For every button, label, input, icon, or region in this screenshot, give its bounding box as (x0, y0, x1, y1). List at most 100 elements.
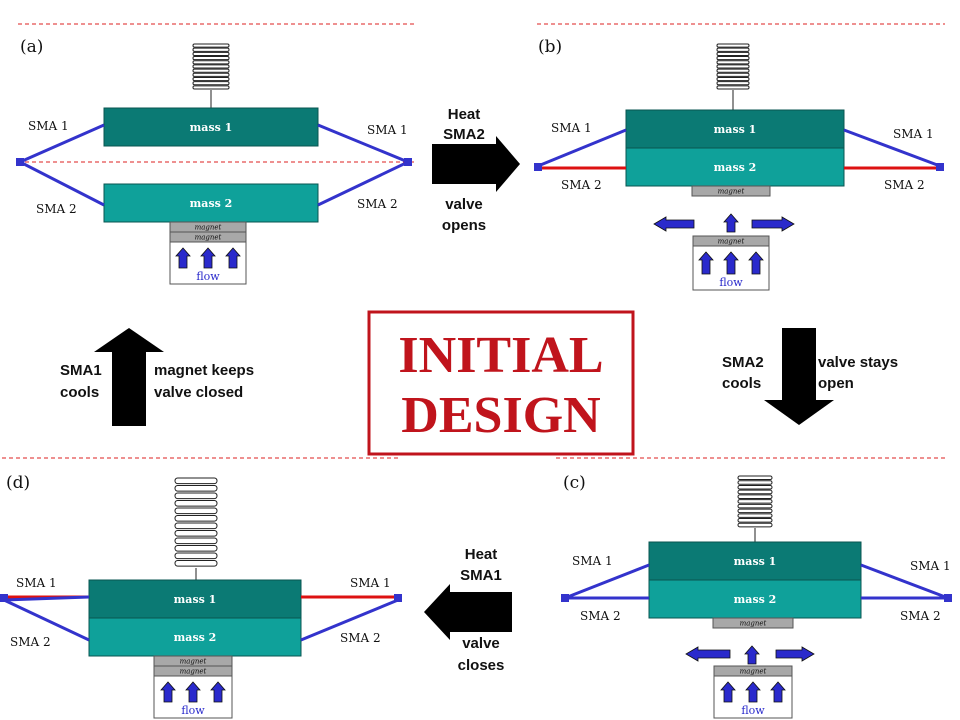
sma2-label-right: SMA 2 (900, 609, 941, 623)
flow-arrow-up-icon (744, 645, 760, 665)
sma-wire-right (317, 123, 412, 207)
c-to-d-closes: closes (458, 657, 505, 674)
flow-arrow-left-icon (175, 247, 191, 269)
a-to-b-valve: valve (445, 196, 483, 213)
d-to-a-valve-closed: valve closed (154, 384, 243, 401)
b-to-c-open: open (818, 375, 854, 392)
magnet-lower-label: magnet (740, 668, 767, 676)
magnet-upper-label: magnet (180, 658, 207, 666)
side-flow-arrow-right-icon (751, 216, 795, 232)
flow-arrow-center-icon (200, 247, 216, 269)
sma1-wire-right (843, 128, 941, 168)
flow-arrow-right-icon (748, 251, 764, 275)
spring-coil (192, 64, 230, 69)
d-to-a-cools: cools (60, 384, 99, 401)
sma1-label-right: SMA 1 (367, 123, 408, 137)
panel-c-label: (c) (563, 473, 586, 493)
down-arrow-icon (764, 328, 834, 425)
spring-coil (192, 47, 230, 52)
mass-2 (88, 617, 302, 657)
flow-label: flow (196, 270, 220, 283)
spring-coil (737, 484, 773, 490)
magnet (712, 617, 794, 629)
spring-coil (174, 522, 218, 530)
sma2-label-right: SMA 2 (340, 631, 381, 645)
magnet-label: magnet (740, 620, 767, 628)
sma-wire-left (16, 123, 105, 207)
mass-2-label: mass 2 (734, 593, 777, 606)
sma2-wire-right (300, 598, 399, 642)
mass-2-label: mass 2 (714, 161, 757, 174)
sma1-label-right: SMA 1 (893, 127, 934, 141)
magnet (691, 185, 771, 197)
left-arrow-icon (424, 584, 512, 640)
spring-coil (192, 72, 230, 77)
side-flow-arrow-right-icon (775, 646, 815, 662)
anchor-left (561, 594, 569, 602)
mass-1-label: mass 1 (190, 121, 233, 134)
spring-coil (174, 500, 218, 507)
spring-coil (716, 81, 750, 86)
spring-coil (192, 60, 230, 65)
mass-2-label: mass 2 (190, 197, 233, 210)
spring-icon (716, 43, 750, 90)
mass-1 (625, 109, 845, 149)
spring-coil (737, 522, 773, 528)
mass-1-label: mass 1 (714, 123, 757, 136)
spring-coil (737, 489, 773, 495)
spring-coil (716, 68, 750, 73)
panel-d-label: (d) (6, 473, 30, 493)
spring-coil (716, 85, 750, 90)
title-line-2: DESIGN (401, 387, 600, 444)
spring-coil (737, 513, 773, 518)
anchor-left (16, 158, 24, 166)
a-to-b-sma: SMA2 (443, 126, 485, 143)
spring-coil (174, 560, 218, 567)
spring-coil (737, 508, 773, 514)
spring-coil (737, 503, 773, 509)
spring-coil (192, 81, 230, 86)
a-to-b-opens: opens (442, 217, 486, 234)
spring-coil (174, 492, 218, 500)
spring-coil (737, 499, 773, 504)
a-to-b-heat: Heat (448, 106, 481, 123)
spring-icon (174, 477, 218, 567)
panel-b-label: (b) (538, 37, 562, 57)
anchor-right (944, 594, 952, 602)
sma2-label-left: SMA 2 (561, 178, 602, 192)
sma-wire-left (3, 595, 90, 642)
magnet-lower-label: magnet (180, 668, 207, 676)
side-flow-arrow-left-icon (653, 216, 695, 232)
sma2-label-right: SMA 2 (884, 178, 925, 192)
spring-coil (737, 475, 773, 481)
spring-coil (192, 85, 230, 90)
side-flow-arrow-left-icon (685, 646, 731, 662)
spring-coil (174, 545, 218, 552)
spring-coil (174, 485, 218, 492)
spring-icon (192, 43, 230, 90)
mass-1 (88, 579, 302, 619)
spring-coil (192, 76, 230, 82)
anchor-right (936, 163, 944, 171)
magnet-upper-label: magnet (195, 224, 222, 232)
d-to-a-magnet-keeps: magnet keeps (154, 362, 254, 379)
spring-coil (737, 494, 773, 499)
sma1-wire-left (537, 128, 627, 168)
sma2-label-right: SMA 2 (357, 197, 398, 211)
spring-coil (192, 51, 230, 56)
spring-coil (716, 76, 750, 82)
mass-1 (103, 107, 319, 147)
flow-arrow-up-icon (723, 213, 739, 233)
magnet-lower-label: magnet (718, 238, 745, 246)
spring-coil (737, 480, 773, 485)
c-to-d-valve: valve (462, 635, 500, 652)
flow-arrow-center-icon (745, 681, 761, 703)
spring-coil (174, 552, 218, 560)
sma1-label-left: SMA 1 (28, 119, 69, 133)
flow-arrow-left-icon (720, 681, 736, 703)
b-to-c-cools: cools (722, 375, 761, 392)
mass-1-label: mass 1 (734, 555, 777, 568)
